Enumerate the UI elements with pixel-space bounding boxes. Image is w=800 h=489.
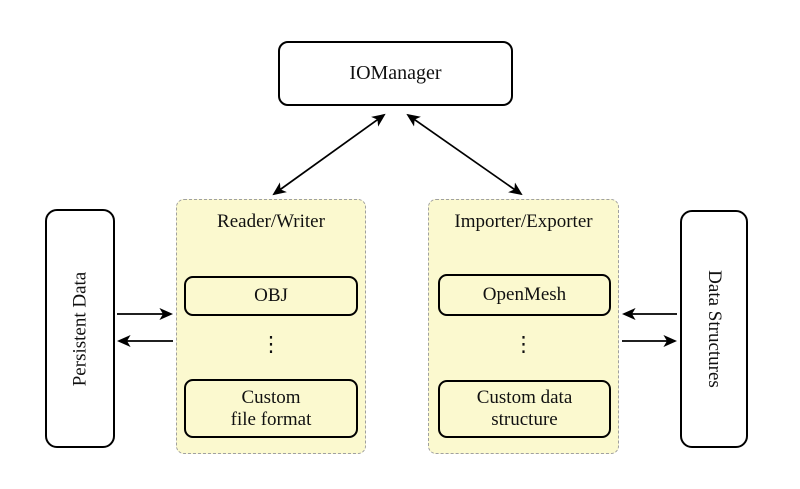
edge-iomanager-importerexporter (406, 113, 523, 196)
panel-importer-exporter-title: Importer/Exporter (454, 211, 593, 232)
ellipsis-reader-writer: ⋮ (260, 332, 282, 356)
panel-importer-exporter: Importer/Exporter OpenMesh ⋮ Custom data… (428, 199, 619, 454)
node-persistent-data-label: Persistent Data (69, 271, 91, 386)
box-obj-label: OBJ (254, 285, 288, 307)
ellipsis-importer-exporter: ⋮ (513, 332, 534, 356)
box-obj: OBJ (184, 276, 358, 316)
node-data-structures: Data Structures (680, 210, 748, 448)
node-persistent-data: Persistent Data (45, 209, 115, 448)
box-openmesh-label: OpenMesh (482, 284, 567, 306)
box-custom-file-format: Custom file format (184, 379, 358, 438)
edge-iomanager-readerwriter (272, 113, 386, 196)
box-custom-file-format-label: Custom file format (230, 386, 312, 430)
box-openmesh: OpenMesh (438, 274, 611, 316)
box-custom-data-structure-label: Custom data structure (476, 387, 573, 430)
panel-reader-writer-title: Reader/Writer (217, 211, 325, 232)
node-data-structures-label: Data Structures (704, 270, 725, 388)
box-custom-data-structure: Custom data structure (438, 380, 611, 438)
panel-reader-writer: Reader/Writer OBJ ⋮ Custom file format (176, 199, 366, 454)
node-iomanager-label: IOManager (349, 62, 442, 84)
node-iomanager: IOManager (278, 41, 513, 106)
